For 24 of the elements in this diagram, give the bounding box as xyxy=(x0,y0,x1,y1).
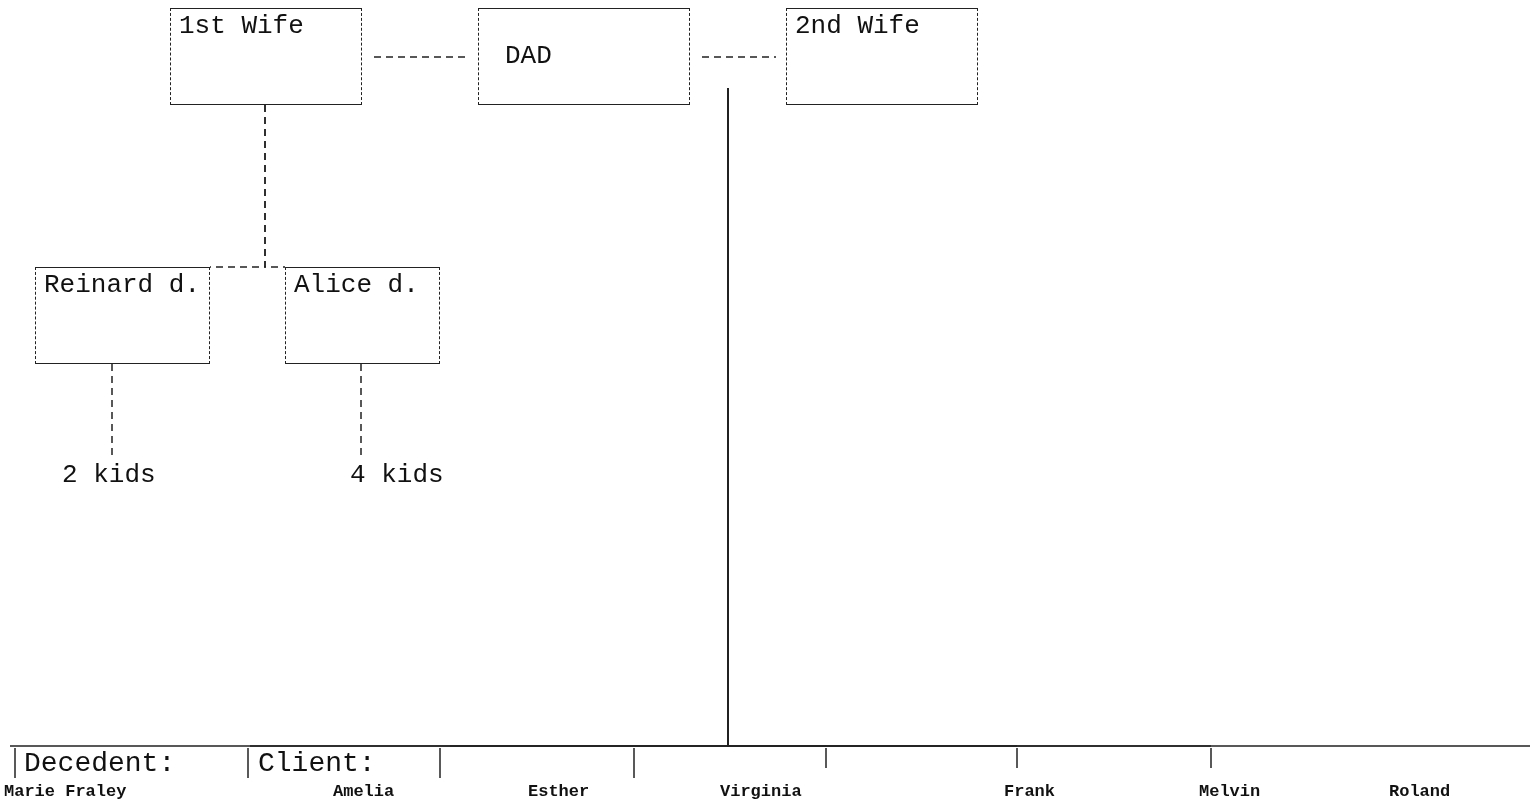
person-name: Amelia xyxy=(333,782,395,802)
person-name: Virginia xyxy=(720,782,802,802)
person-name: DAD xyxy=(505,41,553,71)
note-text: 4 kids xyxy=(350,460,444,490)
person-box xyxy=(285,267,440,364)
person-name: Melvin xyxy=(1199,782,1261,802)
person-name: Reinard d. xyxy=(44,270,201,300)
connector-line xyxy=(264,104,286,268)
connector-line xyxy=(727,87,1531,747)
field-label: Decedent: xyxy=(24,749,176,779)
person-box xyxy=(170,8,362,105)
person-name: 2nd Wife xyxy=(795,11,921,41)
person-box xyxy=(478,8,690,105)
note-text: 2 kids xyxy=(62,460,156,490)
person-name: Esther xyxy=(528,782,590,802)
person-name: Frank xyxy=(1004,782,1055,802)
person-box xyxy=(786,8,978,105)
connector-line xyxy=(701,56,777,58)
person-name: Roland xyxy=(1389,782,1451,802)
person-name: 1st Wife xyxy=(179,11,305,41)
person-box xyxy=(35,267,210,364)
field-label: Client: xyxy=(258,749,376,779)
person-name: Marie Fraley xyxy=(4,782,127,802)
person-name: Alice d. xyxy=(294,270,420,300)
